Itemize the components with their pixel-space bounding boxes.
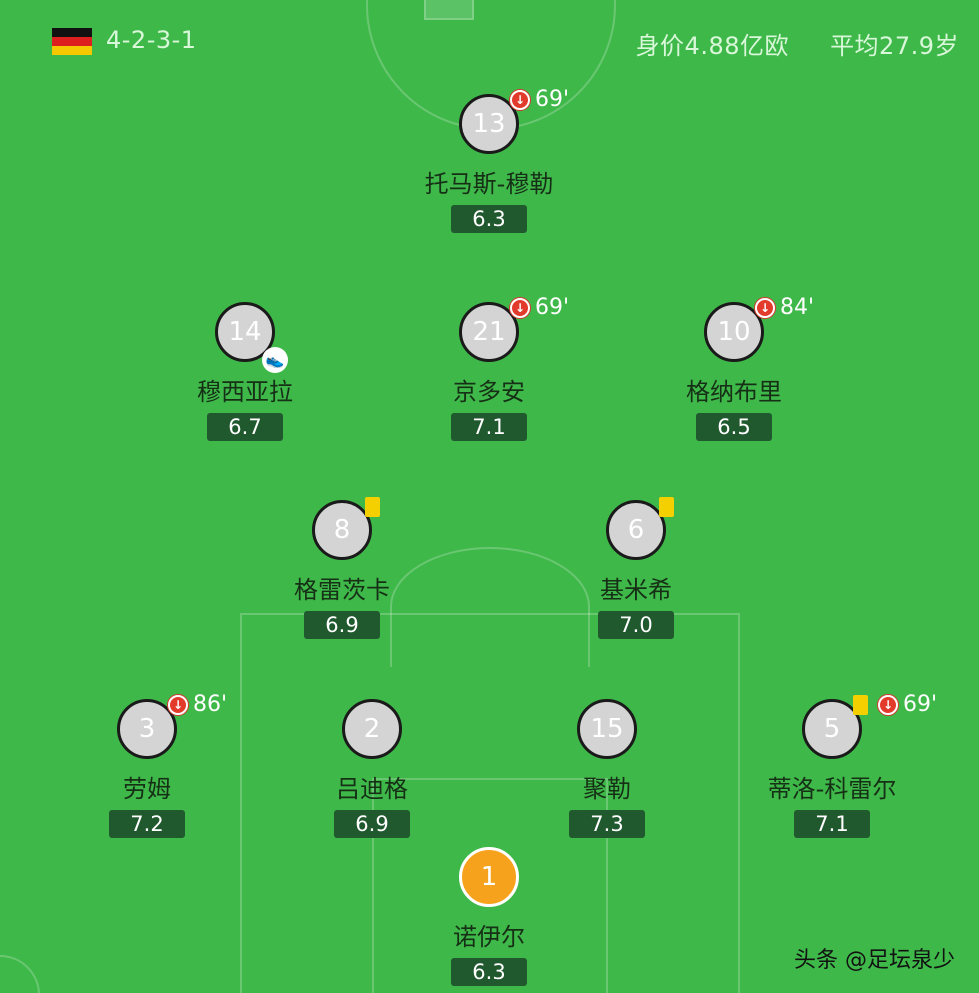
player-name: 京多安 <box>453 378 525 406</box>
player-rating: 6.5 <box>696 413 772 441</box>
player-number-badge: 8 <box>312 497 380 560</box>
yellow-card-icon <box>853 695 868 715</box>
boot-icon: 👟 <box>262 347 288 373</box>
player-card-2[interactable]: 2 吕迪格 6.9 <box>272 699 472 838</box>
player-rating: 6.9 <box>304 611 380 639</box>
player-number-badge: 3 ↓86' <box>117 692 227 759</box>
substitution-indicator: ↓84' <box>754 295 814 320</box>
player-card-5[interactable]: 5 ↓69' 蒂洛-科雷尔 7.1 <box>732 692 937 838</box>
player-card-8[interactable]: 8 格雷茨卡 6.9 <box>242 497 442 639</box>
player-name: 穆西亚拉 <box>197 378 293 406</box>
player-name: 聚勒 <box>583 775 631 803</box>
player-card-15[interactable]: 15 聚勒 7.3 <box>507 699 707 838</box>
top-goal-area <box>424 0 474 20</box>
sub-off-icon: ↓ <box>509 296 531 319</box>
watermark-label: 头条 @足坛泉少 <box>794 948 955 973</box>
penalty-arc <box>390 547 590 667</box>
substitution-indicator: ↓69' <box>509 295 569 320</box>
goal-area <box>372 778 608 993</box>
player-rating: 7.1 <box>794 810 870 838</box>
player-number-badge: 13 ↓69' <box>459 87 569 154</box>
player-number-badge: 21 ↓69' <box>459 295 569 362</box>
yellow-card-icon <box>659 497 674 517</box>
player-number-badge: 14 👟 <box>215 302 288 373</box>
substitution-indicator: ↓86' <box>167 692 227 717</box>
player-number-badge: 15 <box>577 699 637 759</box>
player-card-10[interactable]: 10 ↓84' 格纳布里 6.5 <box>634 295 834 441</box>
substitution-indicator: ↓69' <box>509 87 569 112</box>
player-number-badge: 2 <box>342 699 402 759</box>
player-number-badge: 6 <box>606 497 674 560</box>
player-name: 劳姆 <box>123 775 171 803</box>
player-name: 诺伊尔 <box>453 923 525 951</box>
player-name: 吕迪格 <box>336 775 408 803</box>
player-card-6[interactable]: 6 基米希 7.0 <box>536 497 736 639</box>
market-value-label: 身价4.88亿欧 <box>635 32 789 60</box>
player-card-3[interactable]: 3 ↓86' 劳姆 7.2 <box>47 692 247 838</box>
player-card-1[interactable]: 1 诺伊尔 6.3 <box>389 847 589 986</box>
player-name: 格雷茨卡 <box>294 576 390 604</box>
player-number-badge: 5 ↓69' <box>802 692 937 759</box>
sub-off-icon: ↓ <box>509 88 531 111</box>
player-card-14[interactable]: 14 👟 穆西亚拉 6.7 <box>145 302 345 441</box>
player-card-13[interactable]: 13 ↓69' 托马斯-穆勒 6.3 <box>389 87 589 233</box>
player-rating: 6.7 <box>207 413 283 441</box>
player-rating: 6.3 <box>451 205 527 233</box>
corner-arc <box>0 955 40 993</box>
player-rating: 6.9 <box>334 810 410 838</box>
sub-off-icon: ↓ <box>167 693 189 716</box>
player-number-badge: 1 <box>459 847 519 907</box>
player-rating: 6.3 <box>451 958 527 986</box>
flag-germany-icon <box>52 28 92 55</box>
player-rating: 7.2 <box>109 810 185 838</box>
player-name: 格纳布里 <box>686 378 782 406</box>
formation-label: 4-2-3-1 <box>106 26 197 54</box>
average-age-label: 平均27.9岁 <box>830 32 959 60</box>
substitution-indicator: ↓69' <box>877 692 937 717</box>
player-name: 托马斯-穆勒 <box>424 170 554 198</box>
sub-off-icon: ↓ <box>754 296 776 319</box>
sub-off-icon: ↓ <box>877 693 899 716</box>
yellow-card-icon <box>365 497 380 517</box>
player-number-badge: 10 ↓84' <box>704 295 814 362</box>
player-rating: 7.3 <box>569 810 645 838</box>
player-name: 蒂洛-科雷尔 <box>767 775 897 803</box>
player-rating: 7.0 <box>598 611 674 639</box>
player-rating: 7.1 <box>451 413 527 441</box>
player-card-21[interactable]: 21 ↓69' 京多安 7.1 <box>389 295 589 441</box>
player-name: 基米希 <box>600 576 672 604</box>
